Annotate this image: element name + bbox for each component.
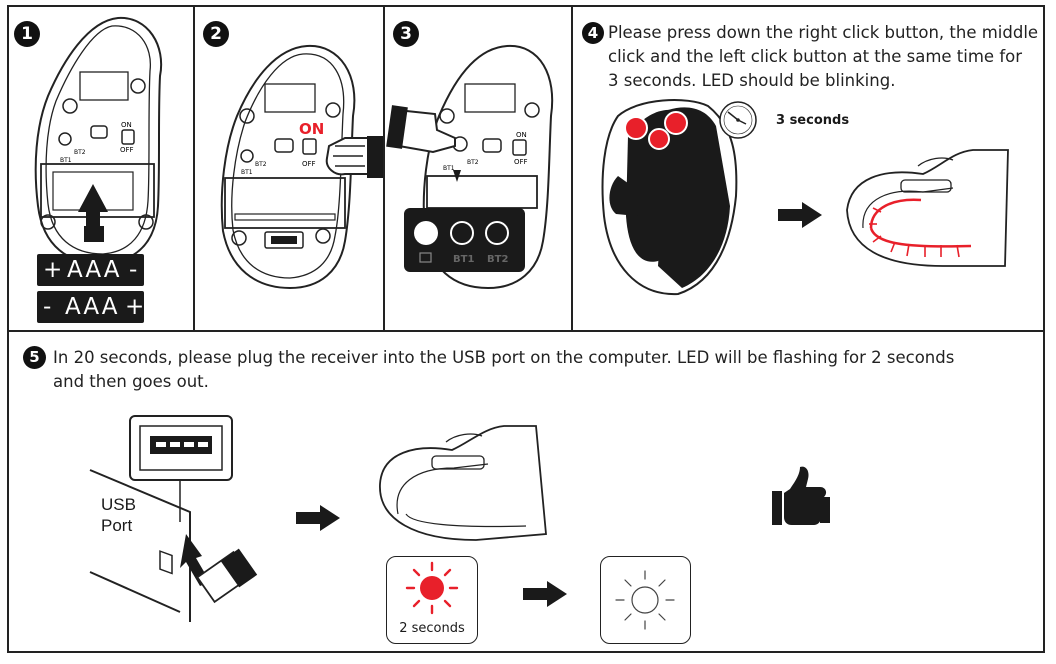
switch-off-label: OFF	[120, 146, 134, 154]
step-5-line-1: In 20 seconds, please plug the receiver …	[53, 348, 955, 367]
callout-bt2-label: BT2	[487, 254, 508, 265]
led-off-box	[600, 556, 691, 644]
step-4-line-1: Please press down the right click button…	[608, 23, 1039, 42]
battery-aaa-2: - AAA +	[37, 291, 144, 323]
divider-3	[571, 5, 573, 332]
bt2-label: BT2	[255, 161, 267, 168]
switch-off-label: OFF	[514, 158, 528, 166]
thumbs-up-icon	[772, 466, 830, 525]
step-4-line-2: click and the left click button at the s…	[608, 47, 1023, 66]
switch-on-highlight: ON	[299, 120, 324, 138]
battery-label-1: AAA	[67, 257, 122, 283]
step-4-line-3: 3 seconds. LED should be blinking.	[608, 71, 896, 90]
bt2-label: BT2	[74, 149, 86, 156]
clock-icon	[719, 101, 757, 139]
mouse-underside-switch-illustration: ON OFF BT2 BT1	[220, 44, 383, 290]
red-led-flash-icon	[405, 561, 459, 615]
bt1-label: BT1	[60, 157, 72, 164]
arrow-right-icon	[523, 581, 567, 607]
mouse-underside-pair-illustration: ON OFF BT2 BT1	[386, 44, 554, 290]
battery-minus-2: -	[43, 294, 54, 320]
flash-duration-label: 2 seconds	[399, 621, 465, 636]
arrow-right-icon	[296, 505, 340, 531]
bt2-label: BT2	[467, 159, 479, 166]
mouse-side-view-illustration	[379, 425, 547, 541]
mouse-underside-battery-illustration: ON OFF BT2 BT1	[34, 16, 163, 266]
switch-on-label: ON	[516, 131, 527, 139]
step-number-3: 3	[393, 21, 419, 47]
step-4-instructions: Please press down the right click button…	[608, 21, 1038, 93]
battery-plus-1: +	[43, 257, 65, 283]
timer-label: 3 seconds	[776, 113, 850, 128]
mouse-side-blinking-led-illustration	[846, 149, 1009, 267]
switch-on-label: ON	[121, 121, 132, 129]
step-number-2: 2	[203, 21, 229, 47]
step-number-5: 5	[23, 346, 46, 369]
usb-label-line-1: USB	[101, 495, 136, 514]
arrow-right-icon	[778, 202, 822, 228]
pairing-buttons-icons: BT1 BT2	[414, 221, 509, 265]
led-off-icon	[615, 570, 675, 630]
divider-horizontal	[7, 330, 1045, 332]
usb-port-label: USB Port	[101, 494, 136, 536]
divider-1	[193, 5, 195, 332]
step-5-instructions: In 20 seconds, please plug the receiver …	[53, 346, 954, 394]
usb-label-line-2: Port	[101, 516, 133, 535]
usb-port-computer-illustration	[89, 415, 258, 622]
battery-minus-1: -	[129, 257, 140, 283]
battery-aaa-1: + AAA -	[37, 254, 144, 286]
battery-plus-2: +	[125, 294, 147, 320]
bt1-label: BT1	[443, 165, 455, 172]
led-flashing-box: 2 seconds	[386, 556, 478, 644]
hand-pressing-buttons-illustration	[601, 99, 738, 296]
step-number-4: 4	[582, 22, 604, 44]
pairing-button-callout: BT1 BT2	[404, 208, 525, 272]
manual-frame	[7, 5, 1045, 653]
step-5-line-2: and then goes out.	[53, 372, 209, 391]
divider-2	[383, 5, 385, 332]
callout-bt1-label: BT1	[453, 254, 474, 265]
bt1-label: BT1	[241, 169, 253, 176]
switch-off-label: OFF	[302, 160, 316, 168]
battery-label-2: AAA	[65, 294, 120, 320]
step-number-1: 1	[14, 21, 40, 47]
